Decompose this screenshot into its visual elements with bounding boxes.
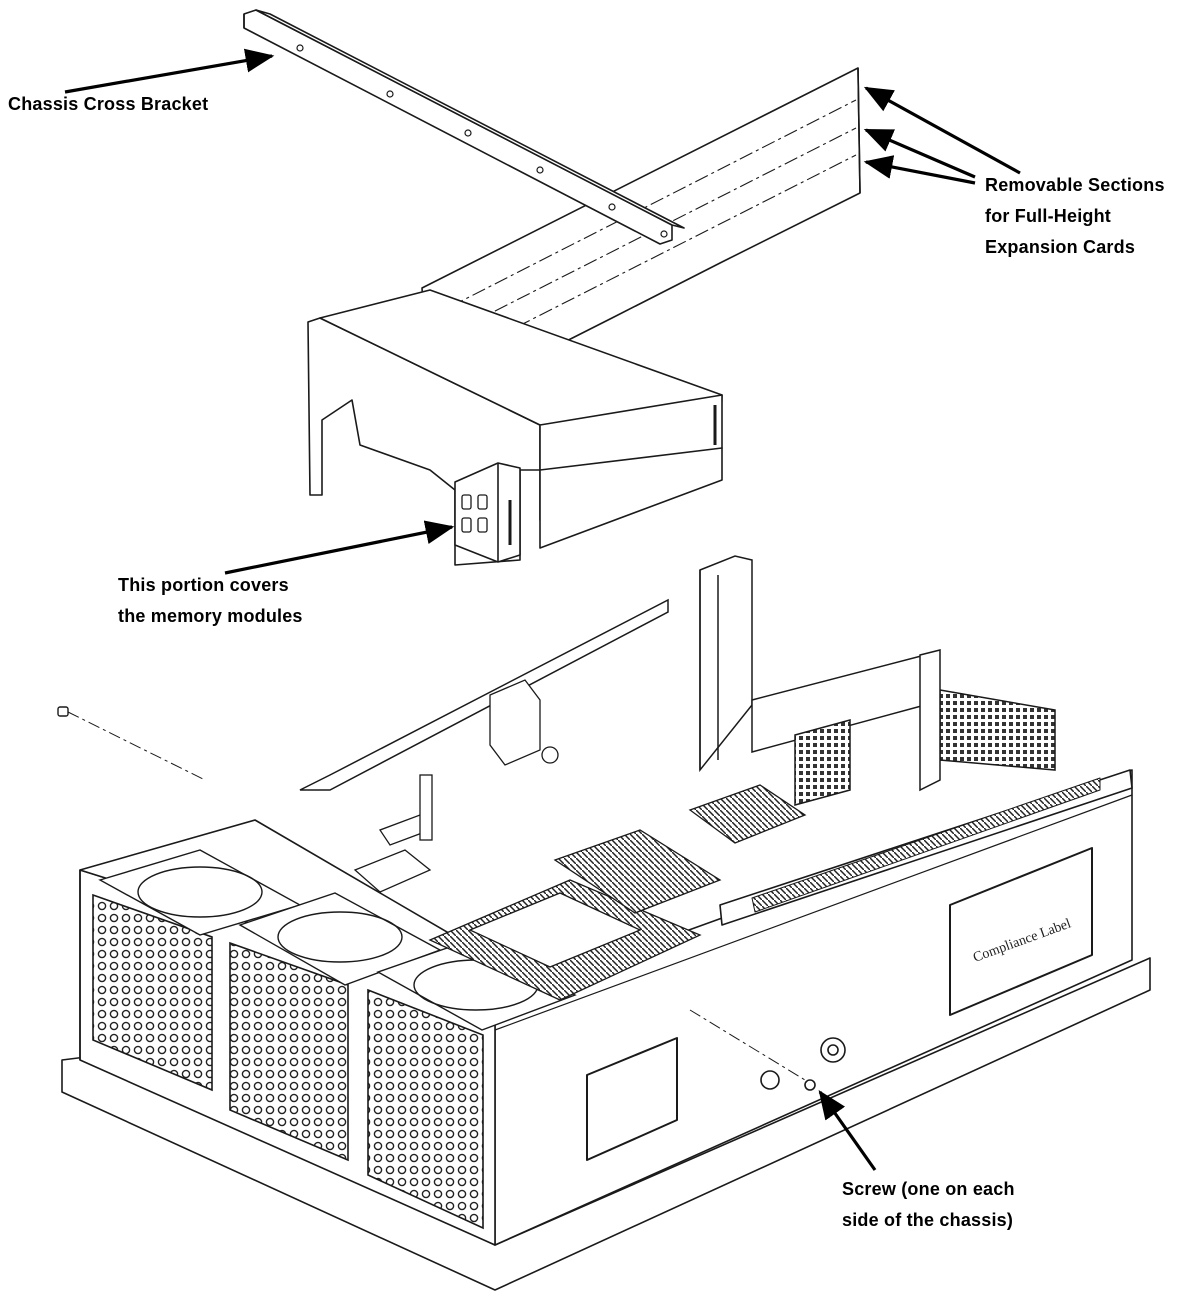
air-shroud bbox=[307, 67, 861, 566]
arrow-cross-bracket bbox=[64, 48, 275, 94]
rear-bracket-frame bbox=[299, 555, 1056, 806]
side-cutout bbox=[586, 1037, 678, 1161]
arrow-removable-1 bbox=[863, 86, 1021, 175]
chassis-screw bbox=[760, 1037, 846, 1091]
pcie-vent-grille bbox=[794, 719, 851, 806]
arrow-screw bbox=[818, 1090, 877, 1171]
fan-grille-2 bbox=[229, 941, 349, 1162]
memory-cover-slots bbox=[461, 494, 488, 533]
fan-grilles bbox=[92, 893, 484, 1230]
left-screw bbox=[57, 706, 806, 1081]
memory-slots bbox=[553, 829, 722, 914]
chassis-cross-bracket bbox=[243, 9, 685, 245]
callout-memory-cover: This portion covers the memory modules bbox=[118, 575, 303, 626]
arrow-removable-2 bbox=[863, 128, 976, 179]
leader-arrows bbox=[64, 48, 1021, 1171]
arrow-memory-cover bbox=[224, 520, 455, 575]
fans bbox=[98, 849, 577, 1031]
arrow-removable-3 bbox=[863, 155, 976, 185]
fan-grille-1 bbox=[92, 893, 213, 1092]
motherboard-components bbox=[353, 679, 807, 1001]
fan-grille-3 bbox=[367, 988, 484, 1230]
chipset-heatsink bbox=[688, 784, 807, 844]
compliance-label-area bbox=[949, 847, 1093, 1016]
rear-vent-grille bbox=[939, 689, 1056, 771]
callout-removable-sections: Removable Sections for Full-Height Expan… bbox=[985, 175, 1165, 257]
callout-chassis-cross-bracket: Chassis Cross Bracket bbox=[8, 94, 209, 114]
callout-screw: Screw (one on each side of the chassis) bbox=[842, 1179, 1015, 1230]
